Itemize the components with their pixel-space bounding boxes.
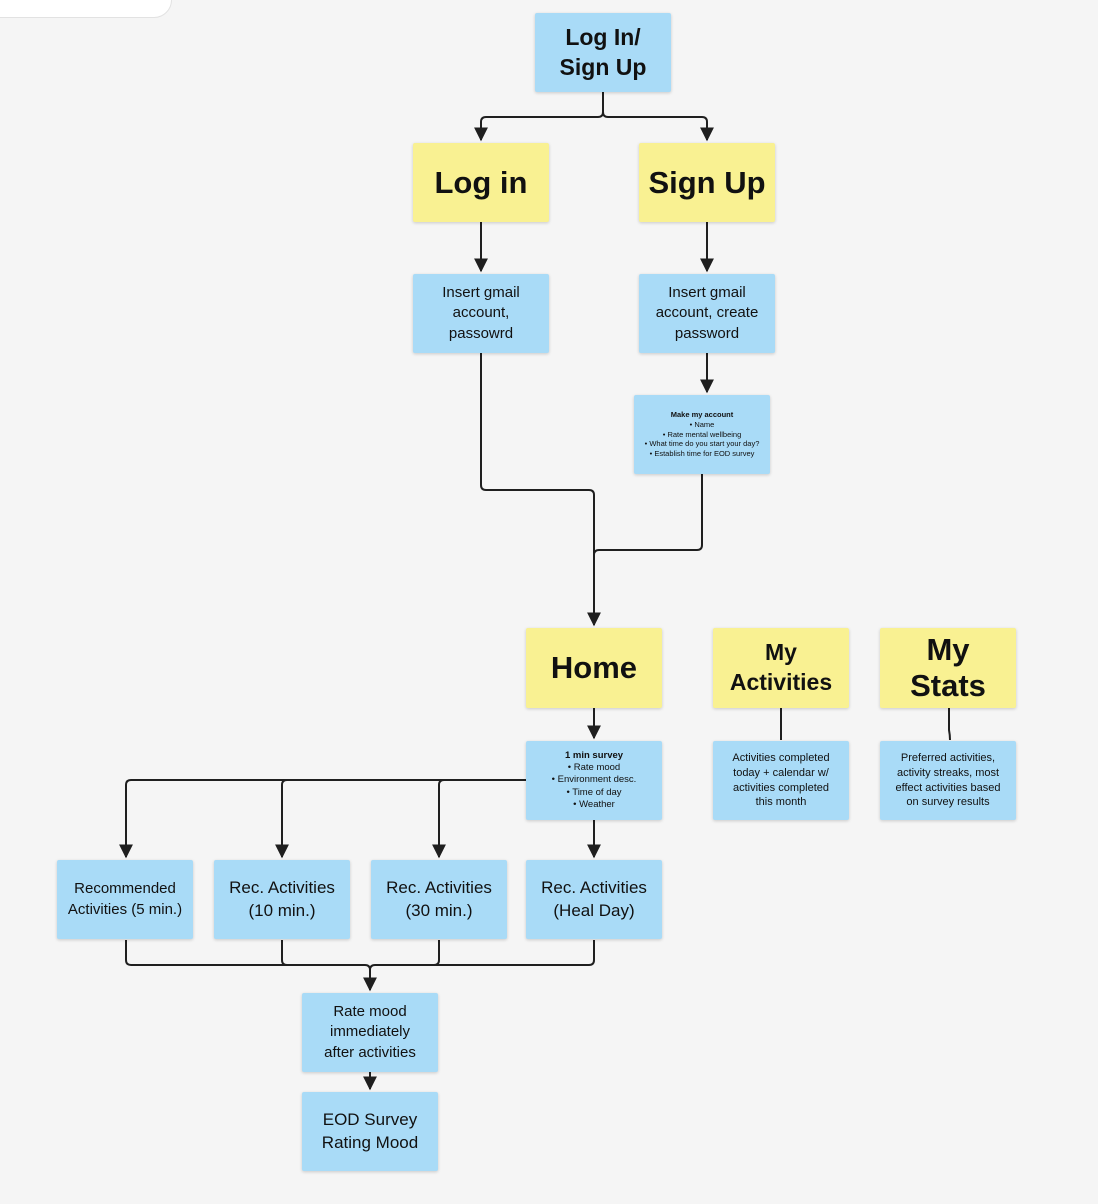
insert-signup-line1: Insert gmail (668, 284, 746, 302)
activities-completed-line4: this month (755, 796, 807, 809)
make-account-item: Rate mental wellbeing (645, 430, 760, 440)
make-account-item: Establish time for EOD survey (645, 449, 760, 459)
activities-completed-line2: today + calendar w/ (733, 766, 829, 779)
connector-login-insert-to-home (480, 353, 601, 627)
insert-login-line3: passowrd (448, 324, 514, 342)
insert-signup-line2: account, create (655, 304, 759, 322)
make-account-item: Name (645, 420, 760, 430)
eod-line2: Rating Mood (321, 1132, 419, 1152)
preferred-node[interactable]: Preferred activities, activity streaks, … (880, 741, 1016, 820)
insert-login-line1: Insert gmail (442, 284, 520, 302)
rate-mood-node[interactable]: Rate mood immediately after activities (302, 993, 438, 1072)
activities-completed-line1: Activities completed (732, 751, 830, 764)
preferred-line4: on survey results (906, 796, 990, 809)
insert-login-node[interactable]: Insert gmail account, passowrd (413, 274, 549, 353)
rec-10-node[interactable]: Rec. Activities (10 min.) (214, 860, 350, 939)
log-in-label: Log in (434, 164, 528, 200)
make-account-item: What time do you start your day? (645, 439, 759, 449)
my-activities-line2: Activities (729, 669, 833, 695)
rec-30-line2: (30 min.) (405, 900, 473, 920)
insert-login-line2: account, (452, 304, 510, 322)
eod-line1: EOD Survey (322, 1109, 418, 1129)
connector-root-to-login (474, 92, 604, 142)
survey-node[interactable]: 1 min survey Rate mood Environment desc.… (526, 741, 662, 820)
rec-30-node[interactable]: Rec. Activities (30 min.) (371, 860, 507, 939)
my-stats-node[interactable]: My Stats (880, 628, 1016, 708)
survey-title: 1 min survey (564, 749, 624, 761)
activities-completed-line3: activities completed (733, 781, 829, 794)
make-account-node[interactable]: Make my account Name Rate mental wellbei… (634, 395, 770, 474)
sign-up-node[interactable]: Sign Up (639, 143, 775, 222)
rec-10-line1: Rec. Activities (229, 877, 335, 897)
survey-list: Rate mood Environment desc. Time of day … (552, 762, 637, 811)
connector-mystats-to-preferred (948, 708, 951, 741)
rec-heal-node[interactable]: Rec. Activities (Heal Day) (526, 860, 662, 939)
log-in-node[interactable]: Log in (413, 143, 549, 222)
connector-root-to-signup (602, 111, 714, 142)
login-signup-node[interactable]: Log In/ Sign Up (535, 13, 671, 92)
my-activities-node[interactable]: My Activities (713, 628, 849, 708)
sign-up-label: Sign Up (648, 164, 766, 200)
connector-survey-to-rec30 (432, 779, 446, 859)
rec-30-line1: Rec. Activities (386, 877, 492, 897)
rate-mood-line1: Rate mood (333, 1003, 407, 1021)
rec-5-line2: Activities (5 min.) (67, 900, 183, 918)
survey-item: Rate mood (552, 762, 637, 774)
rate-mood-line3: after activities (324, 1043, 416, 1061)
survey-item: Environment desc. (552, 774, 637, 786)
insert-signup-node[interactable]: Insert gmail account, create password (639, 274, 775, 353)
activities-completed-node[interactable]: Activities completed today + calendar w/… (713, 741, 849, 820)
login-signup-line1: Log In/ (565, 23, 641, 50)
preferred-line1: Preferred activities, (900, 751, 996, 764)
connector-survey-to-rec5 (119, 779, 526, 859)
rec-heal-line1: Rec. Activities (541, 877, 647, 897)
rec-10-line2: (10 min.) (248, 900, 316, 920)
survey-item: Time of day (552, 787, 637, 799)
connector-survey-to-rec10 (275, 779, 289, 859)
connector-account-to-home (593, 474, 703, 556)
preferred-line2: activity streaks, most (896, 766, 1000, 779)
connector-rec5-to-rate (125, 940, 377, 992)
home-node[interactable]: Home (526, 628, 662, 708)
make-account-list: Name Rate mental wellbeing What time do … (645, 420, 760, 459)
rate-mood-line2: immediately (329, 1023, 411, 1041)
rec-5-line1: Recommended (74, 880, 176, 898)
connector-heal-to-rate (369, 940, 595, 971)
my-stats-label: My Stats (910, 632, 986, 703)
my-activities-line1: My (765, 639, 797, 666)
make-account-title: Make my account (670, 410, 734, 420)
rec-heal-line2: (Heal Day) (553, 900, 635, 920)
rec-5-node[interactable]: Recommended Activities (5 min.) (57, 860, 193, 939)
connector-rec10-to-rate (281, 940, 288, 966)
login-signup-line2: Sign Up (559, 53, 647, 80)
survey-item: Weather (552, 799, 637, 811)
preferred-line3: effect activities based (895, 781, 1001, 794)
connector-rec30-to-rate (433, 940, 440, 966)
eod-survey-node[interactable]: EOD Survey Rating Mood (302, 1092, 438, 1171)
insert-signup-line3: password (674, 324, 740, 342)
home-label: Home (550, 650, 638, 686)
